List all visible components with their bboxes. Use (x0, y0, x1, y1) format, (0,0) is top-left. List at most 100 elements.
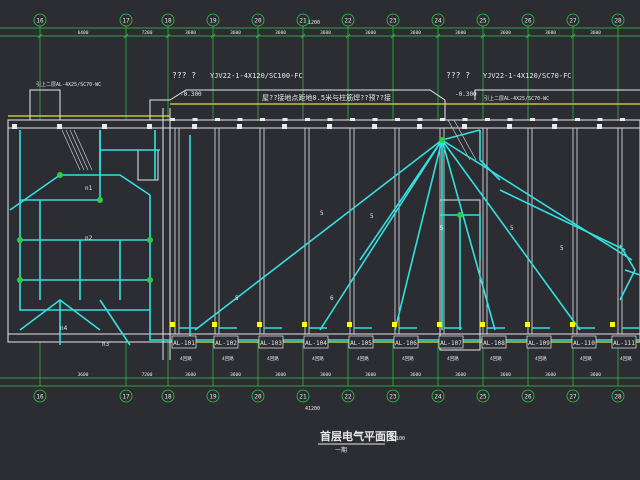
circuit-label: 6 (330, 295, 334, 302)
wire-run (624, 269, 640, 276)
wire-run (441, 129, 481, 141)
axis-bubble-bottom (521, 389, 535, 403)
panel-id: AL-106 (395, 340, 417, 347)
wire-run (479, 130, 501, 181)
axis-label-bottom: 26 (524, 394, 532, 401)
wire-run (99, 299, 131, 346)
column-marker (237, 124, 242, 129)
top-total-dimension: 41200 (305, 20, 320, 26)
axis-bubble-bottom (431, 389, 445, 403)
wire-run (149, 195, 175, 341)
axis-bubble-top (161, 13, 175, 27)
axis-label-bottom: 16 (36, 394, 44, 401)
circuit-label: 5 (320, 210, 324, 217)
circuit-label: n4 (60, 325, 68, 332)
panel-id: AL-108 (483, 340, 505, 347)
axis-bubble-bottom (119, 389, 133, 403)
wire-run (441, 139, 581, 331)
junction-marker (302, 322, 307, 327)
cable-label-left: YJV22-1-4X120/SC100-FC (210, 72, 303, 80)
circuit-label: 5 (370, 213, 374, 220)
dimension-top: 3600 (185, 30, 196, 36)
dimension-bottom: 3600 (590, 372, 601, 378)
dimension-bottom: 3600 (275, 372, 286, 378)
junction-dot (17, 277, 23, 283)
column-marker (552, 124, 557, 129)
axis-label-top: 24 (434, 18, 442, 25)
panel-id: AL-110 (573, 340, 595, 347)
wire-run (319, 139, 443, 331)
panel-box-al-105: AL-105 4回路 (347, 322, 374, 362)
column-marker (12, 124, 17, 129)
axis-bubble-top (521, 13, 535, 27)
junction-marker (437, 322, 442, 327)
panel-circuit-count: 4回路 (402, 355, 414, 362)
column-marker (102, 124, 107, 129)
column-marker (282, 124, 287, 129)
circuit-label: 5 (235, 295, 239, 302)
junction-marker (480, 322, 485, 327)
junction-dot (57, 172, 63, 178)
panel-id: AL-105 (350, 340, 372, 347)
axis-label-bottom: 27 (569, 394, 577, 401)
circuit-label: n1 (85, 185, 93, 192)
axis-label-top: 25 (479, 18, 487, 25)
circuit-label: 5 (440, 225, 444, 232)
panel-box-al-106: AL-106 4回路 (392, 322, 419, 362)
level-right: -0.300 (455, 91, 477, 98)
junction-dot (457, 212, 463, 218)
axis-label-top: 19 (209, 18, 217, 25)
panel-circuit-count: 4回路 (180, 355, 192, 362)
axis-bubble-top (476, 13, 490, 27)
axis-bubble-top (431, 13, 445, 27)
panel-id: AL-101 (173, 340, 195, 347)
panel-circuit-count: 4回路 (620, 355, 632, 362)
wire-run (9, 174, 61, 211)
axis-label-bottom: 28 (614, 394, 622, 401)
panel-id: AL-103 (260, 340, 282, 347)
junction-marker (257, 322, 262, 327)
axis-label-top: 27 (569, 18, 577, 25)
panel-id: AL-104 (305, 340, 327, 347)
axis-bubble-top (119, 13, 133, 27)
axis-bubble-bottom (341, 389, 355, 403)
axis-label-top: 22 (344, 18, 352, 25)
dimension-top: 3600 (410, 30, 421, 36)
circuit-label: 5 (560, 245, 564, 252)
wire-run (619, 244, 636, 301)
panel-boxes: AL-1014回路AL-1024回路AL-1034回路AL-1044回路AL-1… (12, 124, 637, 362)
dimension-top: 3600 (455, 30, 466, 36)
axis-bubble-bottom (476, 389, 490, 403)
wire-run (441, 139, 496, 331)
bottom-total-dimension: 41200 (305, 406, 320, 412)
axis-label-bottom: 20 (254, 394, 262, 401)
panel-circuit-count: 4回路 (357, 355, 369, 362)
axis-label-top: 17 (122, 18, 130, 25)
axis-label-top: 16 (36, 18, 44, 25)
column-marker (192, 124, 197, 129)
dimension-bottom: 3600 (455, 372, 466, 378)
drawing-scale: 1:100 (390, 436, 405, 442)
circuit-label: n2 (85, 235, 93, 242)
dimension-bottom: 3600 (185, 372, 196, 378)
bay-partitions (170, 118, 625, 334)
panel-circuit-count: 4回路 (222, 355, 234, 362)
junction-dot (147, 277, 153, 283)
cable-label-right: YJV22-1-4X120/SC70-FC (483, 72, 572, 80)
axis-bubble-top (296, 13, 310, 27)
axis-bubble-bottom (611, 389, 625, 403)
axis-label-bottom: 23 (389, 394, 397, 401)
dimension-top: 6400 (78, 30, 89, 36)
note-left: 引上二层AL-4X25/SC70-WC (36, 81, 101, 88)
junction-marker (212, 322, 217, 327)
yellow-wall-lines (8, 103, 640, 343)
axis-bubble-bottom (296, 389, 310, 403)
circuit-label: 5 (510, 225, 514, 232)
axis-label-bottom: 18 (164, 394, 172, 401)
axis-label-top: 20 (254, 18, 262, 25)
column-marker (507, 124, 512, 129)
axis-label-bottom: 22 (344, 394, 352, 401)
